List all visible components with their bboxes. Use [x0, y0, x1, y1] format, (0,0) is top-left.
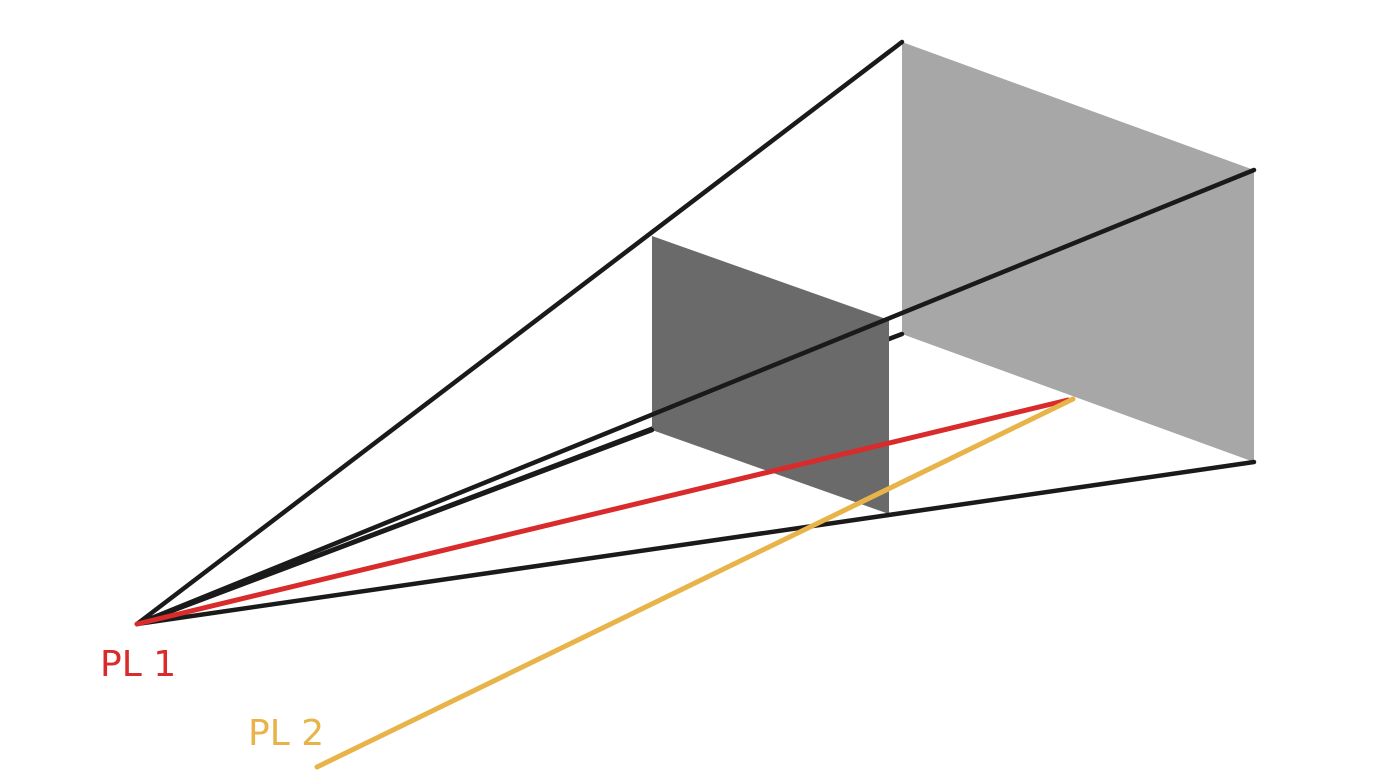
- pl2-sightline: [314, 396, 1076, 770]
- pl2-label: PL 2: [248, 713, 324, 754]
- sightline-top: [134, 39, 905, 627]
- back-panel: [902, 42, 1254, 462]
- front-panel: [652, 236, 889, 514]
- pl1-sightline: [134, 397, 1071, 627]
- sightline-front-bottom-left: [134, 427, 655, 627]
- pl1-label: PL 1: [100, 644, 176, 685]
- sightline-bottom: [134, 459, 1257, 627]
- sightline-back-right-top: [134, 167, 1257, 627]
